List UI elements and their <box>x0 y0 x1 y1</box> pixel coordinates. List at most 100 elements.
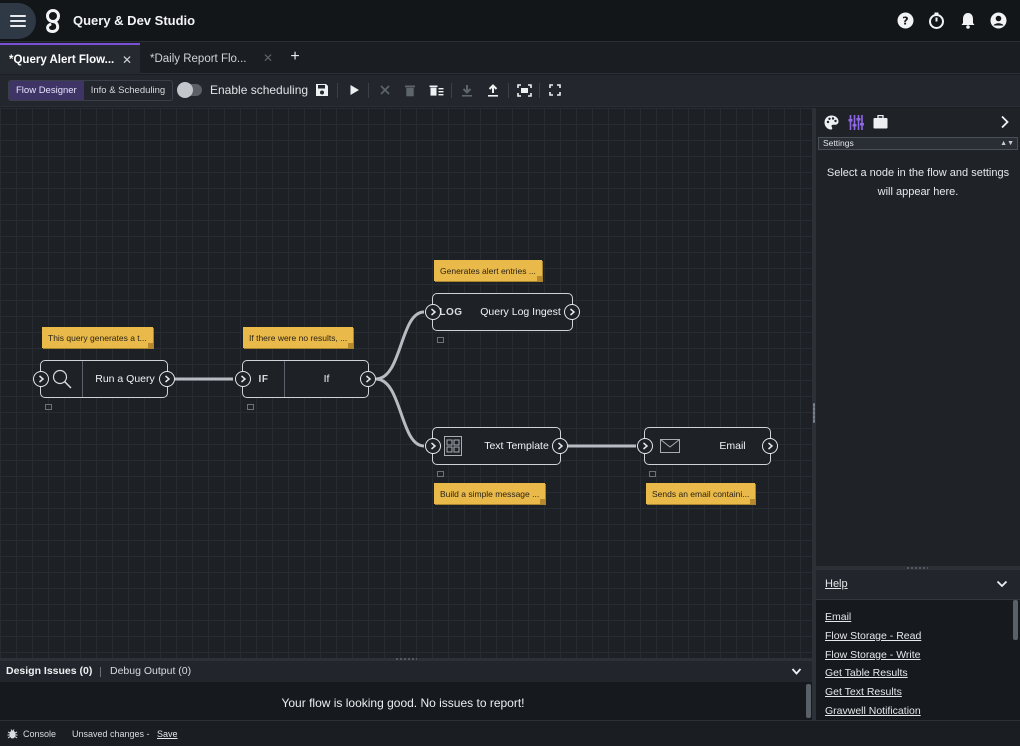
tab-label: *Query Alert Flow... <box>9 53 115 66</box>
envelope-icon <box>645 428 695 464</box>
help-list: Email Flow Storage - Read Flow Storage -… <box>816 600 1020 720</box>
dropdown-arrows-icon: ▲▼ <box>1000 140 1014 147</box>
settings-placeholder-message: Select a node in the flow and settings w… <box>826 167 1010 198</box>
unsaved-changes-label: Unsaved changes - <box>72 729 150 739</box>
help-splitter[interactable] <box>816 566 1020 570</box>
help-header[interactable]: Help <box>816 570 1020 600</box>
node-label: If <box>323 373 330 385</box>
issues-header: Design Issues (0) Debug Output (0) <box>0 661 812 682</box>
console-button[interactable]: Console <box>23 729 57 739</box>
help-link-flow-storage-read[interactable]: Flow Storage - Read <box>825 630 922 642</box>
upload-icon[interactable] <box>485 82 501 98</box>
tab-label: *Daily Report Flo... <box>150 52 247 65</box>
note-toggle-icon[interactable] <box>437 337 444 343</box>
output-port[interactable] <box>552 438 568 454</box>
help-link-get-table-results[interactable]: Get Table Results <box>825 667 908 679</box>
close-icon[interactable]: ✕ <box>121 53 132 67</box>
issues-splitter[interactable] <box>0 658 812 661</box>
help-scrollbar[interactable] <box>1013 600 1018 640</box>
play-icon[interactable] <box>346 82 362 98</box>
svg-text:?: ? <box>902 15 908 28</box>
account-icon[interactable] <box>989 11 1008 30</box>
scheduling-label: Enable scheduling <box>210 83 309 97</box>
logo-icon <box>46 9 60 33</box>
note-toggle-icon[interactable] <box>247 404 254 410</box>
collapse-panel-icon[interactable] <box>1000 115 1010 129</box>
input-port[interactable] <box>637 438 653 454</box>
output-port[interactable] <box>564 304 580 320</box>
help-link-get-text-results[interactable]: Get Text Results <box>825 686 902 698</box>
help-link-email[interactable]: Email <box>825 611 852 623</box>
issues-body: Your flow is looking good. No issues to … <box>0 682 812 720</box>
output-port[interactable] <box>159 371 175 387</box>
chevron-down-icon[interactable] <box>791 667 802 676</box>
download-icon[interactable] <box>459 82 475 98</box>
node-query-log-ingest[interactable]: LOG Query Log Ingest <box>425 293 580 331</box>
flow-canvas[interactable]: This query generates a t... If there wer… <box>0 108 812 658</box>
node-text-template[interactable]: Text Template <box>425 427 568 465</box>
trash-icon[interactable] <box>402 82 418 98</box>
node-note[interactable]: If there were no results, ... <box>243 327 354 348</box>
bug-icon[interactable] <box>7 728 18 739</box>
issues-message: Your flow is looking good. No issues to … <box>281 696 525 710</box>
help-link-gravwell-notification[interactable]: Gravwell Notification <box>825 705 921 717</box>
panel-tabs <box>816 108 1020 136</box>
input-port[interactable] <box>425 304 441 320</box>
tab-query-alert-flow[interactable]: *Query Alert Flow... ✕ <box>0 43 140 74</box>
app-title: Query & Dev Studio <box>73 13 196 28</box>
node-note[interactable]: Sends an email containi... <box>646 483 756 504</box>
note-toggle-icon[interactable] <box>649 471 656 477</box>
flow-designer-button[interactable]: Flow Designer <box>9 81 84 100</box>
node-email[interactable]: Email <box>637 427 778 465</box>
grid-icon <box>433 428 473 464</box>
app-bar: Query & Dev Studio ? <box>0 0 1020 42</box>
palette-icon[interactable] <box>824 115 839 130</box>
tab-daily-report-flow[interactable]: *Daily Report Flo... ✕ <box>141 43 281 74</box>
close-icon[interactable]: ✕ <box>262 51 273 65</box>
flow-connections <box>175 310 636 448</box>
tab-design-issues[interactable]: Design Issues (0) <box>6 665 93 677</box>
node-if[interactable]: IF If <box>235 360 376 398</box>
bell-icon[interactable] <box>958 11 977 30</box>
help-icon[interactable]: ? <box>896 11 915 30</box>
issues-scrollbar[interactable] <box>806 684 811 718</box>
input-port[interactable] <box>425 438 441 454</box>
delete-all-icon[interactable] <box>428 82 444 98</box>
node-note[interactable]: Generates alert entries ... <box>434 260 542 281</box>
vertical-splitter[interactable] <box>812 108 816 720</box>
help-title[interactable]: Help <box>825 578 848 590</box>
input-port[interactable] <box>235 371 251 387</box>
node-run-query[interactable]: Run a Query <box>33 360 175 398</box>
top-icons: ? <box>896 11 1008 30</box>
save-link[interactable]: Save <box>157 729 178 739</box>
add-tab-button[interactable]: + <box>290 48 300 65</box>
node-label: Run a Query <box>95 373 155 385</box>
chevron-down-icon[interactable] <box>996 579 1008 589</box>
main-menu-button[interactable] <box>0 3 36 39</box>
sliders-icon[interactable] <box>848 114 864 130</box>
fullscreen-icon[interactable] <box>547 82 563 98</box>
cancel-icon[interactable] <box>377 82 393 98</box>
log-icon: LOG <box>439 306 463 318</box>
magnifier-icon <box>41 361 83 397</box>
fit-view-icon[interactable] <box>516 82 532 98</box>
save-icon[interactable] <box>314 82 330 98</box>
timer-icon[interactable] <box>927 11 946 30</box>
node-note[interactable]: Build a simple message ... <box>434 483 546 504</box>
input-port[interactable] <box>33 371 49 387</box>
flow-toolbar: Flow Designer Info & Scheduling Enable s… <box>0 75 1020 107</box>
node-label: Email <box>719 440 746 452</box>
briefcase-icon[interactable] <box>873 115 888 129</box>
output-port[interactable] <box>360 371 376 387</box>
output-port[interactable] <box>762 438 778 454</box>
node-note[interactable]: This query generates a t... <box>42 327 153 348</box>
scheduling-toggle[interactable] <box>177 82 202 98</box>
settings-dropdown[interactable]: Settings ▲▼ <box>818 137 1018 150</box>
note-toggle-icon[interactable] <box>45 404 52 410</box>
tab-debug-output[interactable]: Debug Output (0) <box>110 665 192 677</box>
status-bar: Console Unsaved changes - Save <box>0 720 1020 746</box>
view-toggle: Flow Designer Info & Scheduling <box>8 80 174 101</box>
note-toggle-icon[interactable] <box>437 471 444 477</box>
info-scheduling-button[interactable]: Info & Scheduling <box>90 85 166 96</box>
help-link-flow-storage-write[interactable]: Flow Storage - Write <box>825 649 921 661</box>
